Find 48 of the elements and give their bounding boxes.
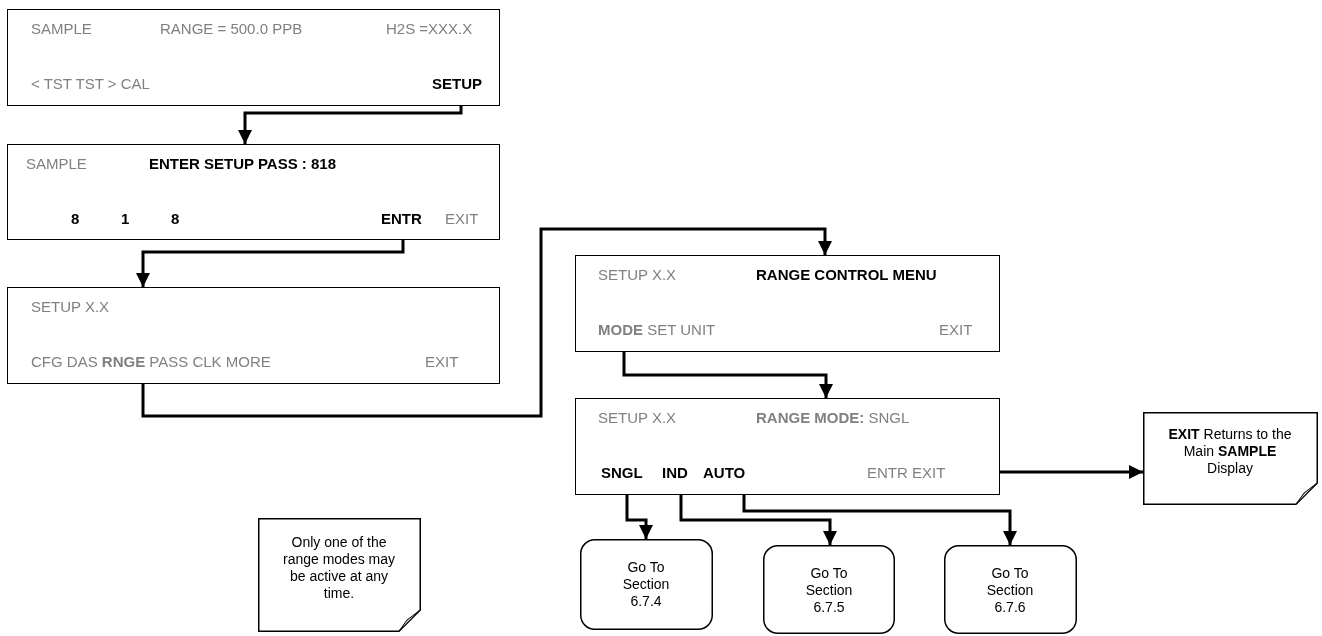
arrow [742,495,1017,545]
arrow [136,240,405,287]
screen-text: EXIT [939,321,973,339]
screen-text: RANGE = 500.0 PPB [160,20,303,38]
note-text: EXIT Returns to the Main SAMPLE Display [1167,426,1293,477]
display-screen [7,9,500,106]
screen-text: 1 [121,210,130,228]
screen-text: H2S =XXX.X [386,20,473,38]
arrow [679,495,837,545]
screen-text: SAMPLE [26,155,87,173]
screen-text: EXIT [425,353,459,371]
arrow [238,106,463,144]
screen-text: SETUP X.X [31,298,110,316]
screen-text: SETUP X.X [598,409,677,427]
note-box [1143,412,1318,505]
note-box [258,518,421,632]
screen-text: ENTR EXIT [867,464,946,482]
section-text: Go To Section 6.7.6 [985,565,1035,616]
section-box [763,545,895,634]
display-screen [575,255,1000,352]
screen-text: SAMPLE [31,20,92,38]
screen-text: IND [662,464,688,482]
display-screen [7,287,500,384]
arrow [141,227,832,418]
arrow [1000,465,1143,479]
screen-text: ENTR [381,210,422,228]
section-text: Go To Section 6.7.5 [804,565,854,616]
screen-text: SNGL [601,464,643,482]
screen-text: SETUP X.X [598,266,677,284]
screen-text: < TST TST > CAL [31,75,150,93]
screen-text: CFG DAS RNGE PASS CLK MORE [31,353,271,371]
screen-text: 8 [171,210,180,228]
display-screen [575,398,1000,495]
screen-text: RANGE MODE: SNGL [756,409,910,427]
section-box [944,545,1077,634]
arrow [625,495,653,539]
screen-text: ENTER SETUP PASS : 818 [149,155,336,173]
screen-text: SETUP [432,75,482,93]
section-text: Go To Section 6.7.4 [621,559,671,610]
screen-text: MODE SET UNIT [598,321,716,339]
arrow [622,352,833,398]
screen-text: EXIT [445,210,479,228]
section-box [580,539,713,630]
screen-text: AUTO [703,464,746,482]
note-text: Only one of the range modes may be active at any time. [281,534,397,602]
screen-text: RANGE CONTROL MENU [756,266,937,284]
screen-text: 8 [71,210,80,228]
display-screen [7,144,500,240]
